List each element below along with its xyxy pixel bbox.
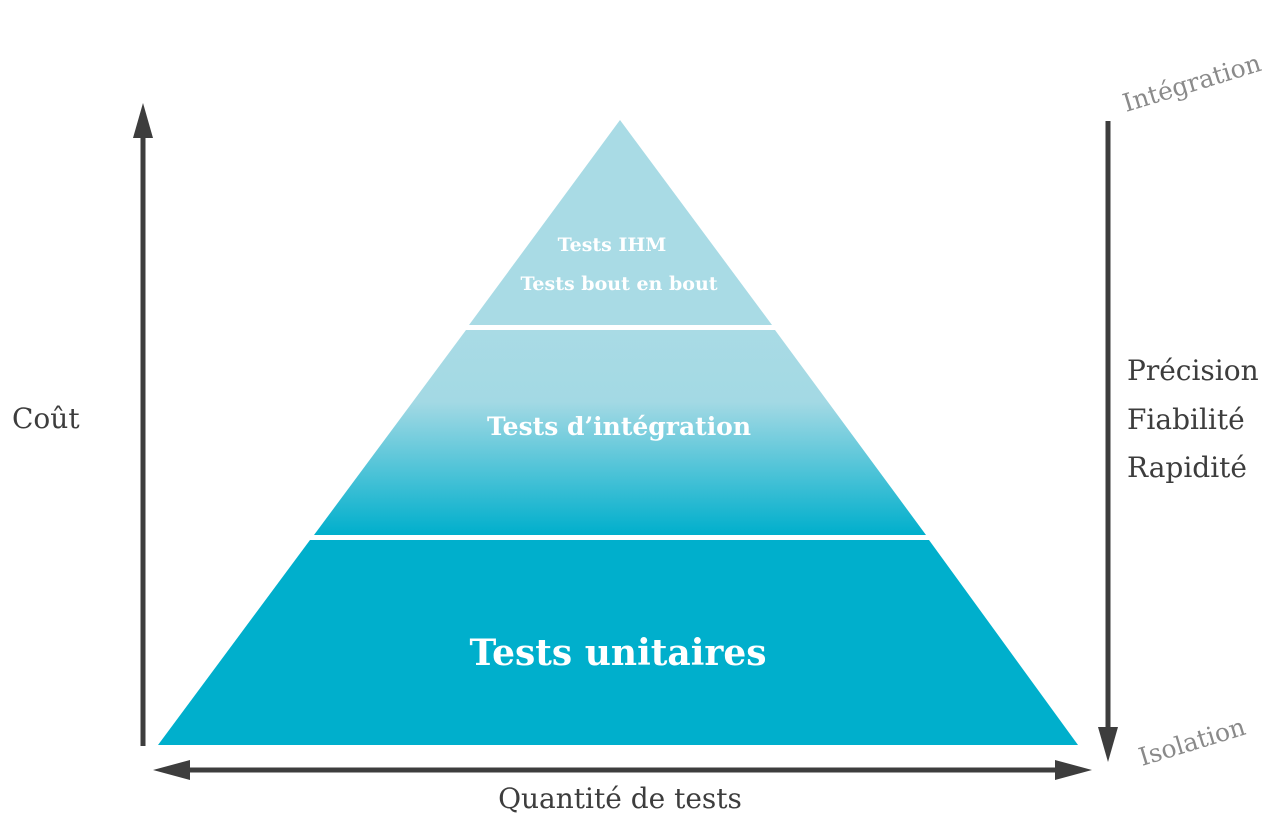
isolation-label: Isolation — [1135, 712, 1249, 772]
cost-label: Coût — [12, 402, 80, 435]
quality-speed: Rapidité — [1127, 451, 1247, 484]
integration-label: Intégration — [1119, 48, 1264, 118]
top-layer-label-1: Tests IHM — [558, 234, 667, 256]
pyramid-top-layer — [469, 120, 772, 325]
integration-isolation-arrow — [1098, 121, 1118, 762]
pyramid-bottom-layer — [158, 540, 1078, 745]
top-layer-label-2: Tests bout en bout — [520, 273, 717, 295]
quality-precision: Précision — [1127, 354, 1259, 387]
pyramid-middle-layer — [314, 330, 926, 535]
cost-arrow — [133, 103, 153, 746]
quantity-arrow — [153, 760, 1092, 780]
middle-layer-label: Tests d’intégration — [487, 412, 751, 441]
quantity-label: Quantité de tests — [498, 782, 742, 815]
quality-reliability: Fiabilité — [1127, 403, 1245, 436]
bottom-layer-label: Tests unitaires — [469, 632, 766, 674]
